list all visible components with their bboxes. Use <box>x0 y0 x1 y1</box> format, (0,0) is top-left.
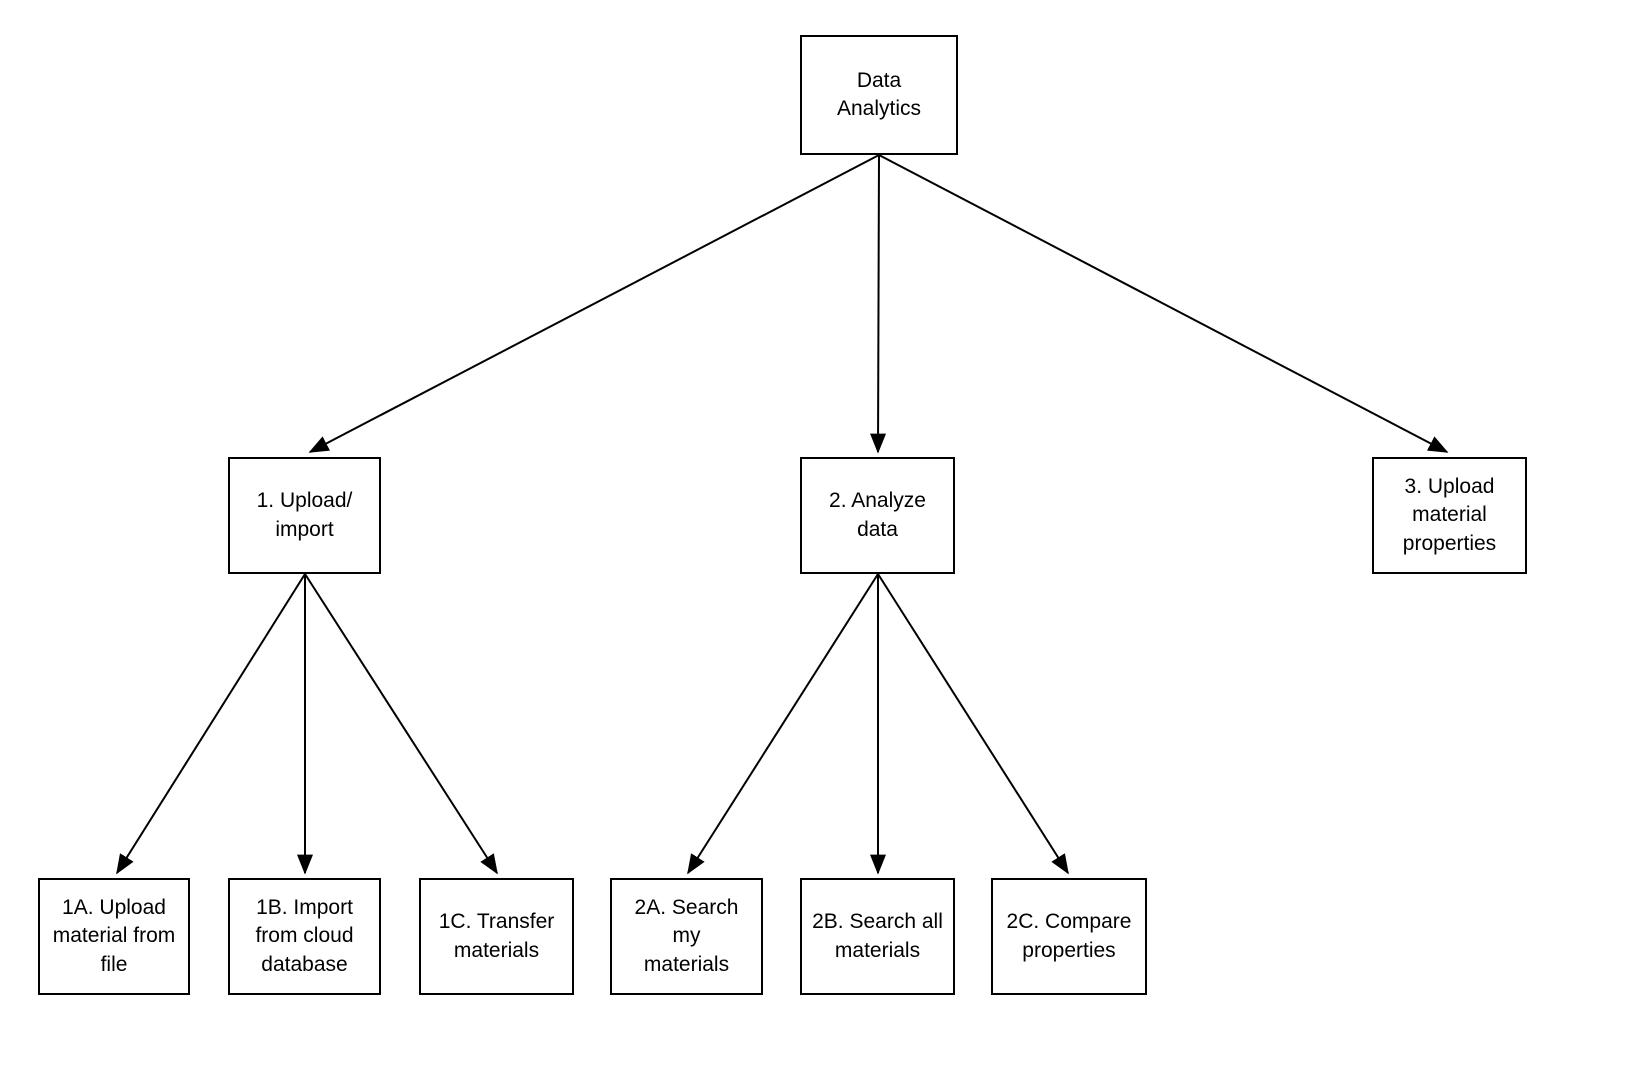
node-2c-compare-properties[interactable]: 2C. Compare properties <box>991 878 1147 995</box>
node-2b-search-all-materials[interactable]: 2B. Search all materials <box>800 878 955 995</box>
node-1-label: 1. Upload/ import <box>256 489 353 541</box>
node-1c-label: 1C. Transfer materials <box>438 910 555 962</box>
edge-n1-to-n1a <box>116 573 306 875</box>
edge-n1-to-n1c <box>304 573 498 875</box>
node-1b-label: 1B. Import from cloud database <box>255 895 354 976</box>
node-2-analyze-data[interactable]: 2. Analyze data <box>800 457 955 574</box>
node-1a-upload-material-from-file[interactable]: 1A. Upload material from file <box>38 878 190 995</box>
node-1a-label: 1A. Upload material from file <box>52 895 176 976</box>
node-root-label: Data Analytics <box>836 68 922 120</box>
node-1-upload-import[interactable]: 1. Upload/ import <box>228 457 381 574</box>
edge-root-to-n3 <box>878 154 1449 453</box>
node-2a-label: 2A. Search my materials <box>634 895 739 976</box>
edge-root-to-n1 <box>308 154 880 453</box>
edge-n2-to-n2a <box>687 573 879 875</box>
node-root[interactable]: Data Analytics <box>800 35 958 155</box>
edge-n2-to-n2c <box>877 573 1069 875</box>
node-2b-label: 2B. Search all materials <box>812 910 943 962</box>
node-3-upload-material-properties[interactable]: 3. Upload material properties <box>1372 457 1527 574</box>
node-2a-search-my-materials[interactable]: 2A. Search my materials <box>610 878 763 995</box>
node-2-label: 2. Analyze data <box>829 489 926 541</box>
edge-root-to-n2 <box>870 154 887 454</box>
node-1b-import-from-cloud-database[interactable]: 1B. Import from cloud database <box>228 878 381 995</box>
node-1c-transfer-materials[interactable]: 1C. Transfer materials <box>419 878 574 995</box>
node-2c-label: 2C. Compare properties <box>1006 910 1132 962</box>
node-3-label: 3. Upload material properties <box>1402 474 1497 555</box>
